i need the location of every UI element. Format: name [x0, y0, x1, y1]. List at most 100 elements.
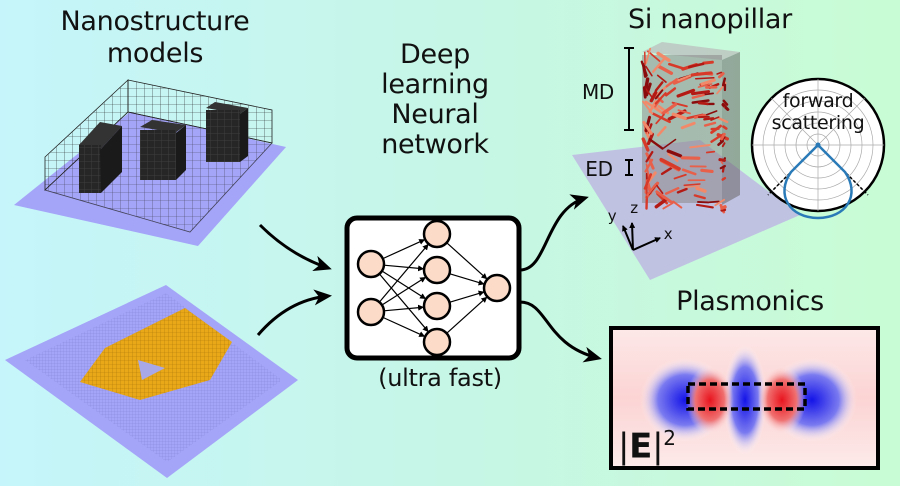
field-vector-arrow: [655, 113, 665, 125]
nn-connection: [383, 264, 425, 272]
field-vector-arrow: [703, 92, 715, 96]
field-vector-arrow: [721, 77, 727, 87]
field-vector-arrow: [649, 90, 658, 103]
arrow-nn-to-si: [519, 194, 589, 272]
field-vector-arrow: [645, 47, 652, 65]
field-vector-arrow: [676, 88, 696, 98]
polar-label: forward scattering: [771, 90, 865, 134]
field-vector-arrow: [714, 198, 726, 207]
nn-neuron: [422, 327, 452, 357]
field-vector-arrow: [716, 71, 723, 75]
field-vector-arrow: [722, 99, 729, 106]
field-vector-arrow: [654, 81, 664, 92]
field-vector-arrow: [644, 100, 664, 115]
field-vector-arrow: [716, 85, 724, 95]
field-vector-arrow: [694, 77, 715, 80]
nn-connection: [378, 273, 429, 333]
field-vector-arrow: [703, 117, 715, 121]
field-vector-arrow: [695, 203, 714, 209]
nanostructure-title: Nanostructure models: [60, 6, 250, 69]
field-vector-arrow: [700, 168, 714, 174]
field-vector-arrow: [720, 205, 727, 210]
gold-nanostructure: [80, 308, 232, 400]
nn-connection: [382, 239, 426, 260]
field-vector-arrow: [718, 158, 726, 162]
nn-connection: [449, 290, 485, 303]
field-vector-arrow: [646, 183, 657, 197]
field-vectors: [640, 47, 730, 214]
field-vector-arrow: [697, 83, 713, 88]
field-vector-arrow: [693, 194, 706, 200]
field-vector-arrow: [656, 125, 667, 137]
field-vector-arrow: [700, 78, 716, 86]
field-vector-arrow: [673, 173, 687, 180]
ultra-fast-label: (ultra fast): [378, 364, 502, 392]
nn-connection: [449, 273, 485, 286]
nn-neuron: [422, 255, 452, 285]
field-vector-arrow: [708, 200, 720, 204]
field-vector-arrow: [645, 150, 654, 163]
field-vector-arrow: [720, 160, 724, 165]
plasmonics-title: Plasmonics: [676, 286, 824, 317]
field-vector-arrow: [710, 116, 720, 121]
field-vector-arrow: [651, 57, 666, 73]
field-vector-arrow: [645, 163, 650, 179]
ed-bracket: [625, 159, 633, 176]
field-vector-arrow: [664, 187, 680, 195]
field-vector-arrow: [641, 137, 650, 152]
field-vector-arrow: [642, 86, 647, 99]
axis-y-label: y: [607, 207, 617, 225]
field-vector-arrow: [662, 202, 674, 210]
field-vector-arrow: [665, 78, 678, 88]
nn-connection: [382, 316, 426, 337]
field-vector-arrow: [660, 166, 673, 176]
field-vector-arrow: [663, 138, 677, 149]
field-vector-arrow: [671, 112, 687, 120]
field-vector-arrow: [722, 102, 730, 111]
nn-neuron: [482, 273, 512, 303]
nanoblock-1: [79, 122, 122, 193]
md-bracket: [624, 47, 634, 131]
plasmonic-model-3d: [5, 285, 298, 478]
field-vector-arrow: [691, 93, 705, 99]
nn-connection: [381, 270, 427, 300]
field-vector-arrow: [642, 120, 653, 135]
field-vector-arrow: [697, 101, 709, 106]
nn-neuron: [422, 219, 452, 249]
field-vector-arrow: [655, 190, 674, 204]
nn-connection: [378, 243, 429, 303]
field-vector-arrow: [654, 92, 667, 105]
field-vector-arrow: [717, 139, 725, 146]
field-vector-arrow: [717, 116, 729, 124]
md-label: MD: [581, 80, 615, 104]
field-vector-arrow: [705, 110, 718, 116]
field-vector-arrow: [695, 186, 707, 193]
field-vector-arrow: [676, 187, 688, 194]
deep-learning-title: Deep learning Neural network: [381, 39, 489, 160]
si-nanopillar-figure: [572, 42, 886, 280]
field-vector-arrow: [654, 89, 664, 100]
nanoblock-2: [140, 120, 186, 180]
field-vector-arrow: [718, 72, 725, 79]
field-vector-arrow: [703, 121, 717, 127]
field-vector-arrow: [643, 173, 653, 190]
field-vector-arrow: [666, 149, 683, 158]
arrow-nn-to-plasmonics: [519, 300, 602, 363]
arrow-model2-to-nn: [256, 289, 332, 336]
field-vector-arrow: [645, 65, 653, 77]
field-vector-arrow: [691, 90, 711, 96]
field-vector-arrow: [640, 60, 648, 77]
nn-neuron: [422, 291, 452, 321]
field-vector-arrow: [697, 200, 710, 204]
nn-neuron: [356, 297, 386, 327]
si-nanopillar-title: Si nanopillar: [628, 4, 792, 35]
field-vector-arrow: [722, 125, 728, 130]
axis-triad: [622, 222, 661, 251]
field-vector-arrow: [648, 138, 664, 150]
nn-connection: [446, 242, 488, 280]
field-vector-arrow: [648, 99, 658, 113]
field-vector-arrow: [689, 143, 711, 149]
field-vector-arrow: [683, 183, 701, 187]
field-vector-arrow: [684, 185, 701, 189]
nanorod-outline: [686, 382, 807, 411]
